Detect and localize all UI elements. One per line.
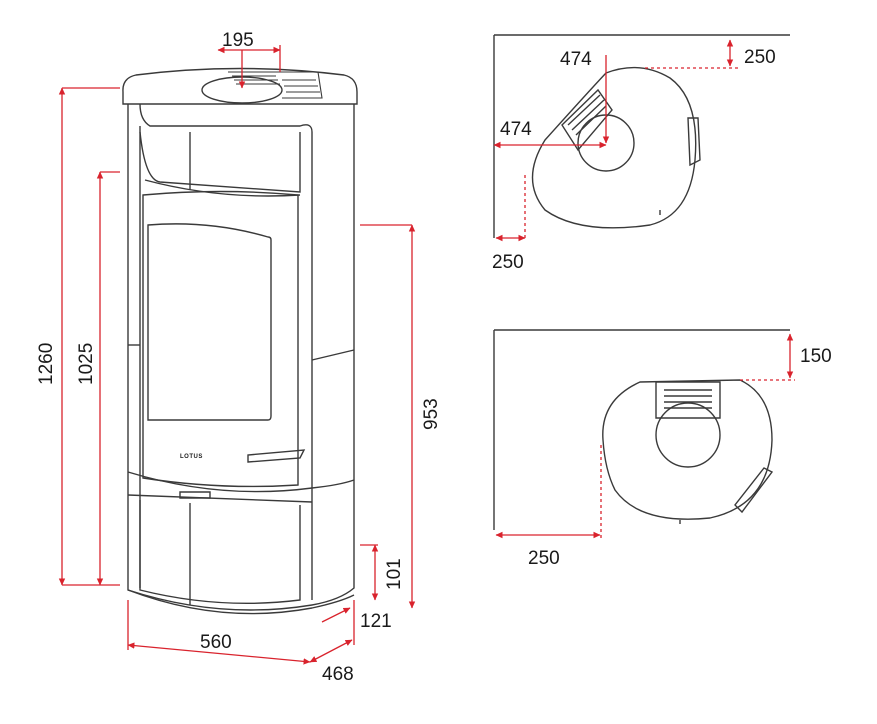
door-handle xyxy=(247,449,306,463)
dim-wall-offset-top: 250 xyxy=(744,47,776,68)
corner-dimensions xyxy=(493,39,740,242)
corner-plan: 250 474 474 250 xyxy=(492,34,790,273)
dim-flue-width: 474 xyxy=(500,119,532,140)
wall-plan: 150 250 xyxy=(493,329,832,569)
dim-flue-height: 953 xyxy=(421,398,442,430)
dim-flue-depth: 474 xyxy=(560,49,592,70)
dim-total-height: 1260 xyxy=(36,343,57,385)
ash-drawer xyxy=(127,471,355,493)
corner-door-handle xyxy=(687,117,701,167)
dim-base-height: 101 xyxy=(384,558,405,590)
front-view xyxy=(122,67,358,615)
corner-stove-outline xyxy=(531,66,701,229)
dim-rear-offset: 121 xyxy=(360,611,392,632)
wall-outline xyxy=(493,329,790,530)
door-frame xyxy=(142,190,299,488)
wall-door-handle xyxy=(734,467,774,514)
upper-panel xyxy=(139,131,301,193)
upper-shell xyxy=(139,103,313,600)
lower-panel xyxy=(139,500,301,605)
stove-body-outline xyxy=(127,104,355,611)
dim-wall-plan-offset-side: 250 xyxy=(528,548,560,569)
dim-wall-offset-back: 150 xyxy=(800,346,832,367)
dim-width: 560 xyxy=(200,632,232,653)
dim-wall-offset-side: 250 xyxy=(492,252,524,273)
door-glass xyxy=(147,223,272,421)
corner-walls xyxy=(493,34,790,238)
brand-label: LOTUS xyxy=(180,454,203,460)
front-dimensions xyxy=(58,45,416,665)
stove-top-lid xyxy=(122,67,358,105)
dim-door-height: 1025 xyxy=(76,343,97,385)
wall-dimensions xyxy=(495,333,795,539)
dim-depth: 468 xyxy=(322,664,354,685)
wall-stove-outline xyxy=(602,379,774,524)
dim-flue-offset: 195 xyxy=(222,30,254,51)
base-plinth xyxy=(127,589,355,615)
